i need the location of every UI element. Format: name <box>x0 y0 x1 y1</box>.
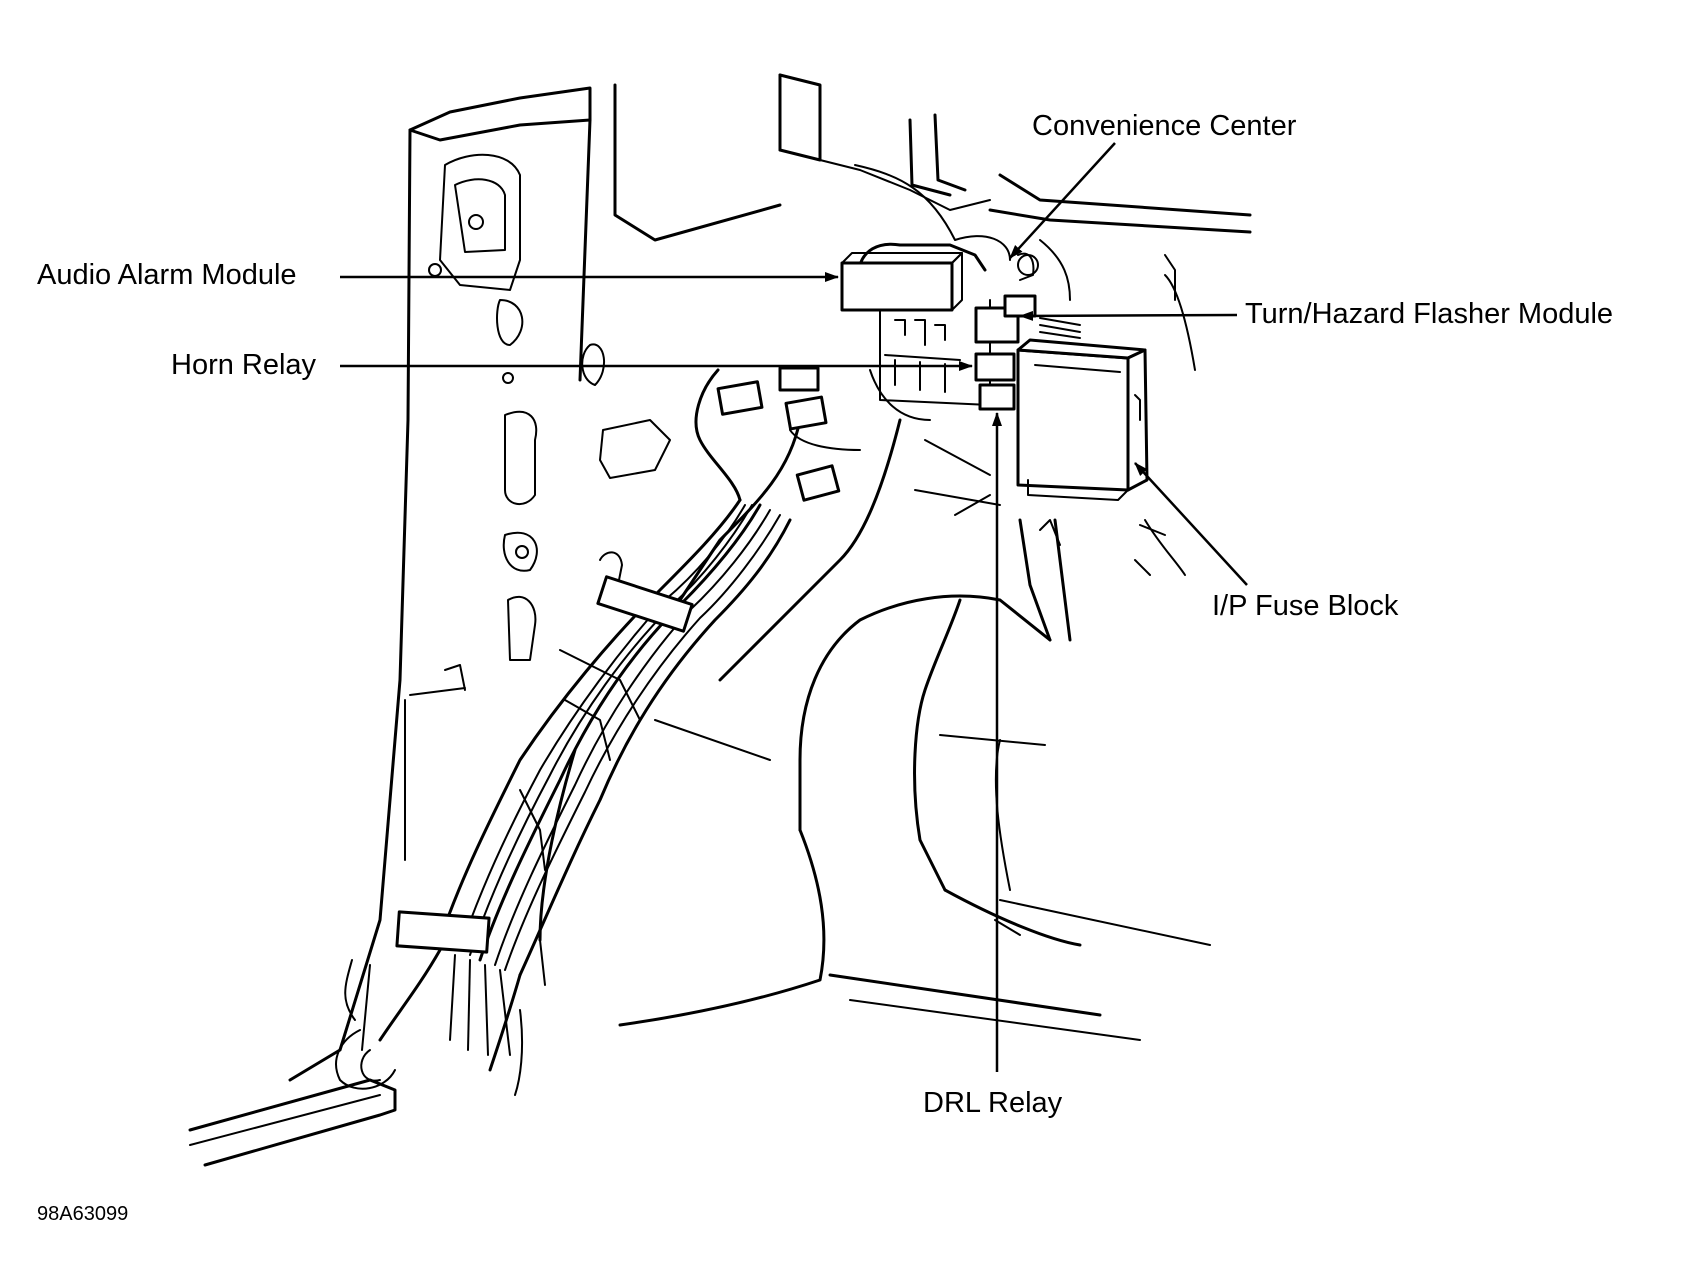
kick-panel <box>288 86 671 1082</box>
floor-and-duct <box>538 418 1211 1041</box>
label-drl-relay: DRL Relay <box>923 1087 1063 1119</box>
horn-relay-shape <box>974 352 1016 382</box>
leader-lines <box>340 142 1248 1072</box>
convenience-center-assembly <box>840 242 1081 411</box>
harness-connectors <box>716 366 931 502</box>
leader-flasher <box>1019 310 1238 321</box>
leader-convenience-center <box>1009 142 1116 259</box>
label-turn-hazard-flasher-module: Turn/Hazard Flasher Module <box>1245 298 1614 330</box>
drl-relay-shape <box>978 383 1016 411</box>
figure-id: 98A63099 <box>37 1203 129 1225</box>
label-convenience-center: Convenience Center <box>1032 110 1297 142</box>
wire-harness <box>188 368 802 1167</box>
label-ip-fuse-block: I/P Fuse Block <box>1212 590 1399 622</box>
dash-structure <box>613 73 1252 371</box>
label-horn-relay: Horn Relay <box>171 349 317 381</box>
label-audio-alarm-module: Audio Alarm Module <box>37 259 297 291</box>
audio-alarm-module-shape <box>840 261 954 312</box>
leader-fuse-block <box>1134 462 1248 586</box>
ip-fuse-block-shape <box>1016 338 1149 501</box>
